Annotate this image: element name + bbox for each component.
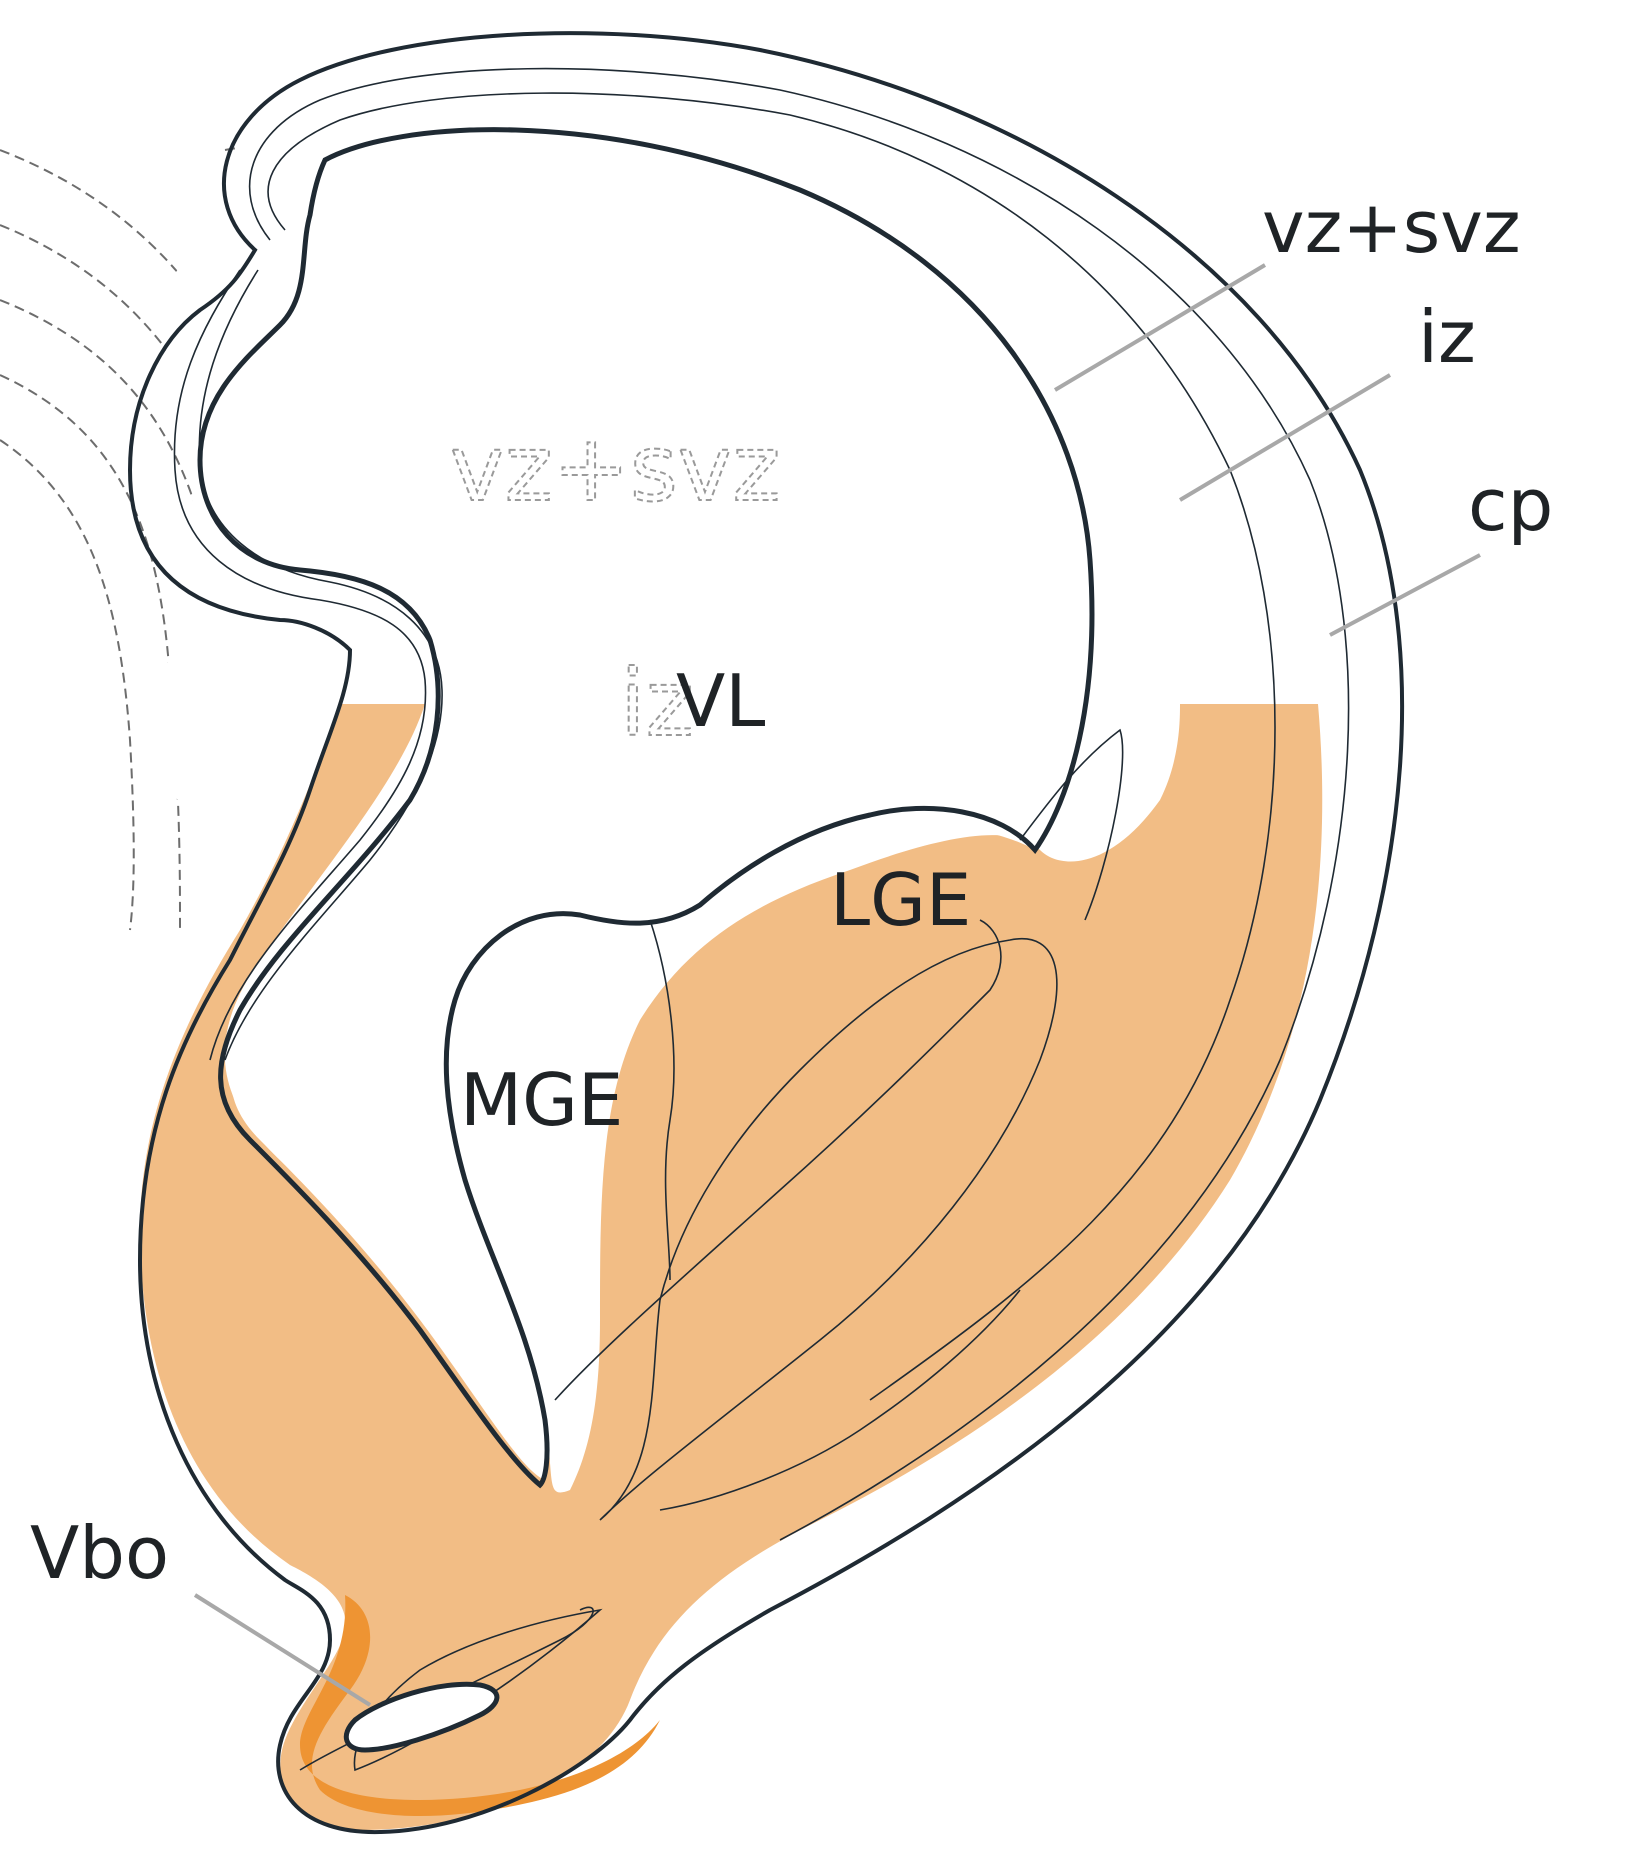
olfactory-ventricle <box>343 1681 500 1753</box>
leader-iz <box>1178 373 1392 502</box>
labels: vz+svz iz cp VL LGE MGE Vbo <box>30 185 1553 1595</box>
olfactory-tip-dark <box>300 1595 660 1817</box>
label-cp: cp <box>1468 463 1553 547</box>
leader-vbo <box>193 1593 372 1707</box>
ghost-label-vz-svz: vz+svz <box>450 415 781 522</box>
subpallium-region <box>140 704 1323 1830</box>
label-lge: LGE <box>830 858 971 942</box>
leader-lines <box>193 263 1481 1707</box>
label-vz-svz: vz+svz <box>1262 185 1521 269</box>
outer-contour <box>127 31 1405 1835</box>
leader-vz-svz <box>1053 263 1267 392</box>
label-vl: VL <box>676 659 765 743</box>
label-iz: iz <box>1418 295 1476 379</box>
ghost-label-iz: iz <box>620 650 694 757</box>
leader-cp <box>1329 553 1481 637</box>
ventricle-boundary <box>197 127 1095 1489</box>
ghost-labels: vz+svz iz <box>449 414 782 758</box>
label-vbo: Vbo <box>30 1511 169 1595</box>
label-mge: MGE <box>460 1058 623 1142</box>
lateral-ventricle <box>210 139 1082 1481</box>
